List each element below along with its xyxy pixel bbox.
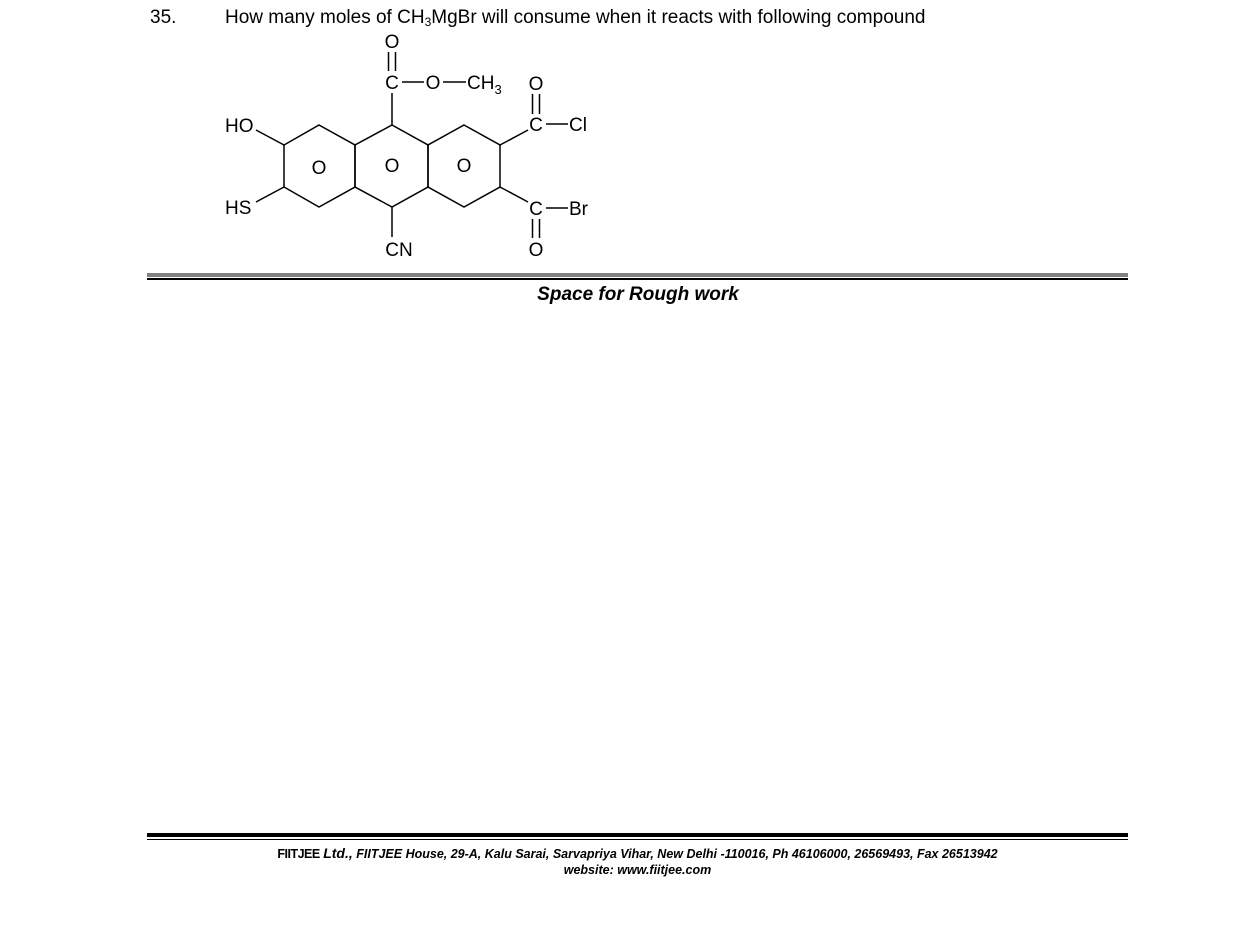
rough-work-label: Space for Rough work bbox=[537, 284, 739, 305]
label-ch: CH bbox=[467, 73, 494, 94]
question-text-before: How many moles of CH bbox=[225, 7, 425, 28]
footer-website: website: www.fiitjee.com bbox=[563, 863, 712, 877]
question-text: How many moles of CH3MgBr will consume w… bbox=[225, 7, 925, 29]
footer-ltd: Ltd., bbox=[323, 845, 353, 861]
footer-address: FIITJEE House, 29-A, Kalu Sarai, Sarvapr… bbox=[356, 847, 998, 861]
footer-divider-thin bbox=[147, 839, 1128, 840]
question-text-after: MgBr will consume when it reacts with fo… bbox=[431, 7, 926, 28]
label-o-top: O bbox=[385, 32, 400, 53]
label-c-acyl-br: C bbox=[529, 199, 543, 220]
label-o-acyl-br: O bbox=[529, 240, 544, 261]
divider-top-black bbox=[147, 278, 1128, 280]
question-subscript: 3 bbox=[424, 15, 432, 29]
question-number: 35. bbox=[150, 7, 177, 28]
ring-label-middle: O bbox=[385, 156, 400, 177]
chemical-structure: O C O CH3 O C Cl HO HS O O O C Br O CN bbox=[225, 32, 589, 261]
footer-divider-thick bbox=[147, 833, 1128, 837]
label-c-acyl-cl: C bbox=[529, 115, 543, 136]
structure-bonds bbox=[255, 52, 568, 238]
label-o-acyl-cl: O bbox=[529, 74, 544, 95]
ring-label-left: O bbox=[312, 158, 327, 179]
label-methyl: CH3 bbox=[467, 73, 502, 97]
label-cn: CN bbox=[385, 240, 412, 261]
label-ho: HO bbox=[225, 116, 254, 137]
ring-label-right: O bbox=[457, 156, 472, 177]
label-hs: HS bbox=[225, 198, 251, 219]
label-o-ester: O bbox=[426, 73, 441, 94]
footer-brand: FIITJEE bbox=[277, 847, 320, 861]
label-c-top: C bbox=[385, 73, 399, 94]
footer-address-line: FIITJEE Ltd., FIITJEE House, 29-A, Kalu … bbox=[0, 845, 1238, 862]
divider-top-grey bbox=[147, 273, 1128, 277]
label-cl: Cl bbox=[569, 115, 587, 136]
label-br: Br bbox=[569, 199, 589, 220]
label-ch-subscript: 3 bbox=[494, 82, 501, 97]
page-footer: FIITJEE Ltd., FIITJEE House, 29-A, Kalu … bbox=[0, 845, 1238, 878]
